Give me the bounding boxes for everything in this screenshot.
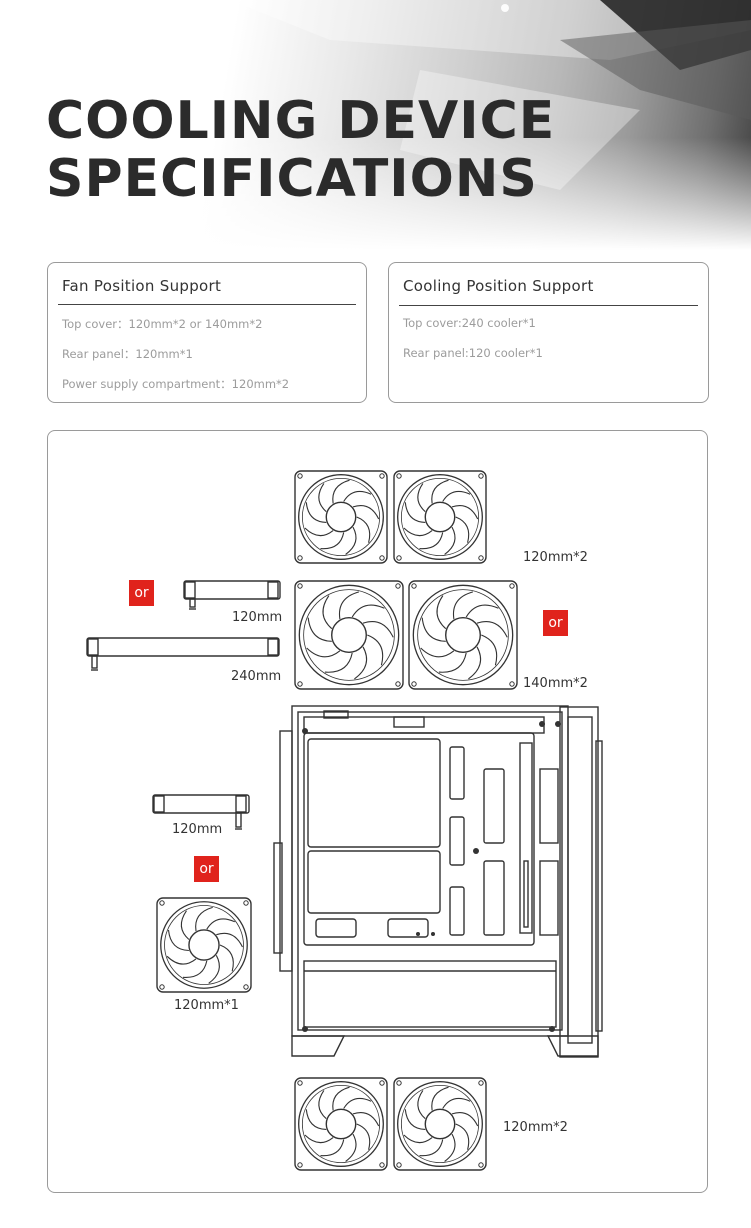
radiator-120-rear [152,794,250,830]
cooling-position-heading: Cooling Position Support [403,277,594,295]
fan-spec-psu: Power supply compartment：120mm*2 [62,377,290,391]
top-fans-140-label: 140mm*2 [523,676,588,691]
radiator-240-label: 240mm [231,669,282,684]
cooler-spec-top-cover: Top cover:240 cooler*1 [403,316,536,330]
top-fan-140-1 [294,580,404,690]
radiator-120-top [183,580,281,610]
title-line-2: SPECIFICATIONS [46,149,538,209]
chassis-screws [302,721,561,1032]
or-badge-top-fans: or [543,610,568,636]
divider [58,304,356,305]
or-badge-rear: or [194,856,219,882]
rear-fan-label: 120mm*1 [174,998,239,1013]
cooling-position-card: Cooling Position Support Top cover:240 c… [388,262,709,403]
page-title: COOLING DEVICE SPECIFICATIONS [46,92,555,208]
header-decor [230,0,751,190]
divider [399,305,698,306]
title-line-1: COOLING DEVICE [46,91,556,151]
rear-radiator-label: 120mm [172,822,223,837]
fan-spec-top-cover: Top cover：120mm*2 or 140mm*2 [62,317,263,331]
fan-spec-rear-panel: Rear panel：120mm*1 [62,347,193,361]
bottom-fan-120-1 [294,1077,388,1171]
top-fan-120-1 [294,470,388,564]
top-fan-140-2 [408,580,518,690]
bottom-fans-label: 120mm*2 [503,1120,568,1135]
or-badge-radiator: or [129,580,154,606]
fan-position-heading: Fan Position Support [62,277,222,295]
fan-position-card: Fan Position Support Top cover：120mm*2 o… [47,262,367,403]
top-fan-120-2 [393,470,487,564]
header-background [0,0,751,250]
rear-fan-120 [156,897,252,993]
cooler-spec-rear-panel: Rear panel:120 cooler*1 [403,346,543,360]
bottom-fan-120-2 [393,1077,487,1171]
top-fans-120-label: 120mm*2 [523,550,588,565]
radiator-120-label: 120mm [232,610,283,625]
radiator-240 [86,637,280,671]
fan-group [156,470,518,1171]
chassis-outline [273,705,603,1058]
cooling-diagram-panel: 120mm*2 140mm*2 or or 120mm 240mm 120mm … [47,430,708,1193]
case-diagram [86,470,603,1171]
